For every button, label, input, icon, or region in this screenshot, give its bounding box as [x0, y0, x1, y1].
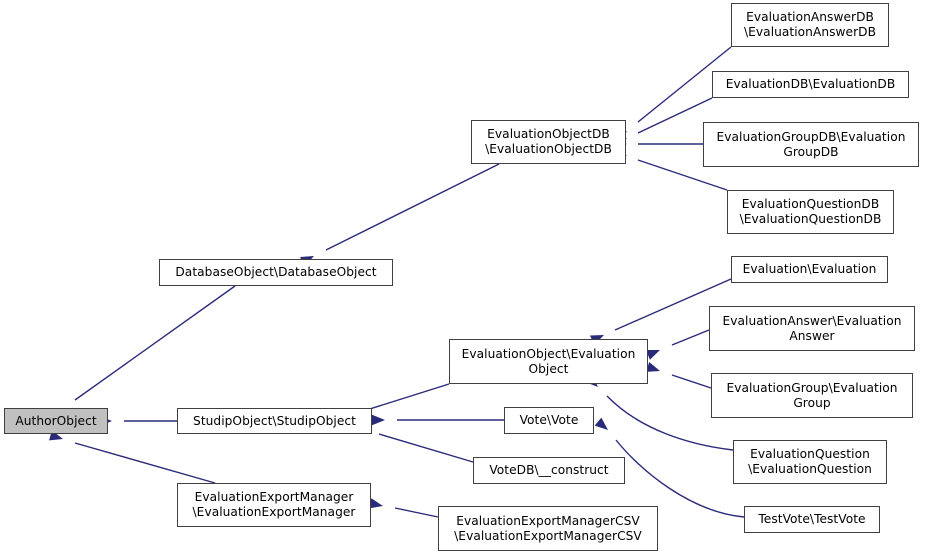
class-node-label: Evaluation\Evaluation — [742, 262, 877, 276]
class-node-label: AuthorObject — [15, 413, 97, 428]
inheritance-edge — [394, 507, 439, 518]
class-node-label: VoteDB\__construct — [489, 463, 609, 477]
class-node-evaluation-answer[interactable]: EvaluationAnswer\Evaluation Answer — [709, 306, 915, 351]
class-node-label: EvaluationAnswer\Evaluation Answer — [722, 313, 902, 343]
class-node-label: EvaluationExportManagerCSV \EvaluationEx… — [454, 513, 642, 543]
class-node-evaluation-object[interactable]: EvaluationObject\Evaluation Object — [449, 339, 648, 384]
inheritance-edge — [637, 97, 713, 134]
inheritance-edge — [671, 374, 712, 389]
arrowhead-icon — [594, 417, 608, 430]
inheritance-edge — [74, 285, 236, 401]
class-node-label: TestVote\TestVote — [758, 512, 866, 526]
inheritance-edge — [325, 163, 500, 251]
arrowhead-icon — [369, 498, 383, 509]
class-node-evaluation-question[interactable]: EvaluationQuestion \EvaluationQuestion — [733, 440, 887, 484]
class-node-label: EvaluationExportManager \EvaluationExpor… — [192, 490, 356, 519]
class-node-label: EvaluationObject\Evaluation Object — [461, 346, 636, 376]
class-node-label: EvaluationDB\EvaluationDB — [725, 77, 896, 91]
class-node-vote[interactable]: Vote\Vote — [504, 407, 594, 434]
class-node-label: EvaluationGroup\Evaluation Group — [726, 380, 898, 410]
class-node-label: StudipObject\StudipObject — [193, 413, 356, 428]
inheritance-edge — [74, 442, 216, 484]
arrowhead-group — [594, 417, 608, 430]
class-node-label: EvaluationAnswerDB \EvaluationAnswerDB — [744, 10, 876, 39]
arrowhead-group — [646, 362, 660, 372]
class-node-evaluation-export-manager[interactable]: EvaluationExportManager \EvaluationExpor… — [177, 483, 371, 527]
class-node-label: EvaluationQuestion \EvaluationQuestion — [748, 447, 872, 476]
class-node-label: EvaluationQuestionDB \EvaluationQuestion… — [739, 197, 882, 226]
class-node-test-vote[interactable]: TestVote\TestVote — [744, 506, 880, 533]
class-node-evaluation-group[interactable]: EvaluationGroup\Evaluation Group — [711, 373, 913, 418]
class-node-evaluation-export-manager-csv[interactable]: EvaluationExportManagerCSV \EvaluationEx… — [438, 506, 658, 551]
class-node-label: EvaluationGroupDB\Evaluation GroupDB — [716, 129, 906, 159]
class-node-label: DatabaseObject\DatabaseObject — [175, 265, 377, 279]
class-node-evaluation-db[interactable]: EvaluationDB\EvaluationDB — [712, 71, 909, 98]
arrowhead-group — [369, 498, 383, 509]
class-node-evaluation-question-db[interactable]: EvaluationQuestionDB \EvaluationQuestion… — [727, 190, 894, 234]
class-node-evaluation-group-db[interactable]: EvaluationGroupDB\Evaluation GroupDB — [703, 122, 919, 167]
class-node-evaluation[interactable]: Evaluation\Evaluation — [731, 256, 888, 283]
arrowhead-icon — [646, 362, 660, 372]
inheritance-edge — [378, 433, 474, 463]
arrowhead-icon — [645, 350, 660, 360]
class-node-label: EvaluationObjectDB \EvaluationObjectDB — [485, 127, 612, 156]
arrowhead-icon — [372, 414, 385, 426]
arrowhead-group — [645, 350, 660, 360]
class-node-evaluation-answer-db[interactable]: EvaluationAnswerDB \EvaluationAnswerDB — [731, 3, 889, 47]
inheritance-edge — [671, 329, 710, 346]
class-node-database-object[interactable]: DatabaseObject\DatabaseObject — [159, 259, 393, 286]
class-node-author-object[interactable]: AuthorObject — [4, 408, 108, 434]
class-node-vote-db-construct[interactable]: VoteDB\__construct — [473, 457, 625, 484]
class-node-evaluation-object-db[interactable]: EvaluationObjectDB \EvaluationObjectDB — [471, 120, 626, 164]
class-node-studip-object[interactable]: StudipObject\StudipObject — [177, 408, 372, 434]
class-node-label: Vote\Vote — [519, 413, 579, 427]
arrowhead-group — [372, 414, 385, 426]
